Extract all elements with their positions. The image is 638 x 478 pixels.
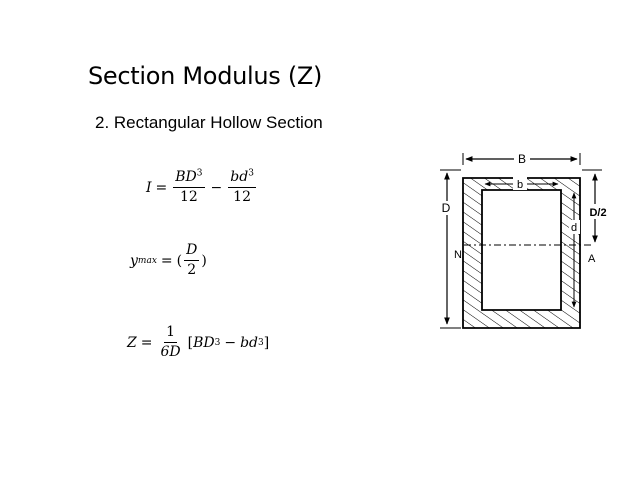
label-B: B	[518, 152, 526, 166]
eq2-close-paren: )	[201, 252, 207, 269]
moment-of-inertia-equation: I = BD3 12 − bd3 12	[146, 168, 258, 206]
hollow-rectangle-diagram: B b D N d D/2 A	[439, 151, 611, 329]
eq2-den: 2	[187, 262, 197, 279]
label-b: b	[517, 179, 523, 191]
eq3-fraction: 1 6D	[158, 324, 182, 361]
eq1-minus: −	[210, 179, 223, 196]
eq1-t2-num: bd	[230, 169, 249, 185]
slide-title: Section Modulus (Z)	[88, 62, 323, 90]
label-D: D	[442, 201, 451, 215]
eq1-fraction-inner: bd3 12	[228, 168, 256, 206]
eq1-t1-num: BD	[175, 169, 197, 185]
hatched-wall	[462, 177, 581, 329]
label-N: N	[454, 249, 462, 261]
eq2-open-paren: (	[176, 252, 183, 269]
eq1-t1-exp: 3	[196, 168, 203, 179]
eq3-den: 6D	[160, 344, 181, 361]
eq1-t2-den: 12	[233, 189, 251, 206]
eq3-a: BD	[193, 334, 215, 351]
eq1-fraction-outer: BD3 12	[173, 168, 205, 206]
eq3-num: 1	[164, 324, 177, 344]
eq2-lhs: y	[130, 252, 138, 269]
eq3-equals: =	[140, 334, 153, 351]
eq1-lhs: I	[146, 179, 152, 196]
eq3-b: bd	[240, 334, 258, 351]
eq1-t1-den: 12	[179, 189, 198, 206]
eq3-lhs: Z	[127, 334, 137, 351]
eq1-equals: =	[155, 179, 168, 196]
label-d: d	[571, 222, 577, 234]
eq3-open-bracket: [	[187, 334, 194, 351]
eq3-close-bracket: ]	[263, 334, 270, 351]
eq2-num: D	[184, 242, 200, 262]
slide-subtitle: 2. Rectangular Hollow Section	[95, 113, 323, 132]
label-A: A	[588, 253, 596, 265]
eq2-equals: =	[160, 252, 173, 269]
eq2-fraction: D 2	[184, 242, 200, 279]
label-D-over-2: D/2	[589, 207, 606, 219]
eq1-t2-exp: 3	[248, 168, 254, 179]
eq3-minus: −	[224, 334, 237, 351]
